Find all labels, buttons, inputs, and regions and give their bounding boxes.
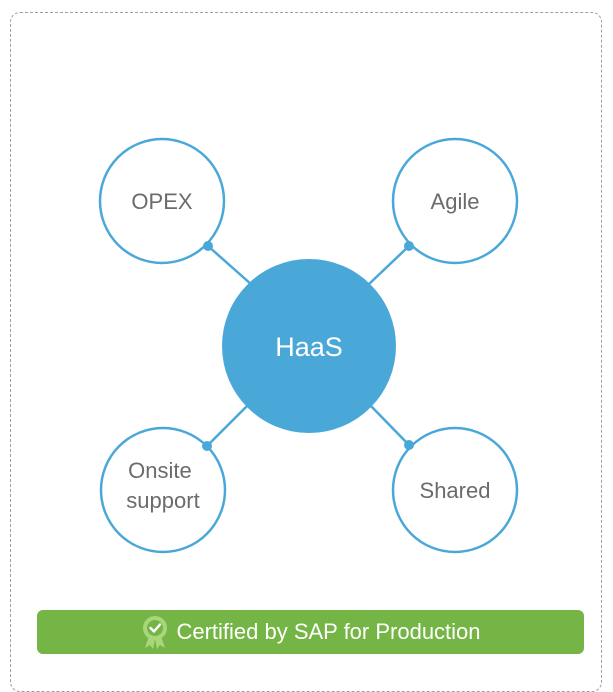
node-opex-label: OPEX <box>131 189 192 214</box>
connector-onsite <box>206 402 251 447</box>
center-node-circle <box>222 259 396 433</box>
connector-dot-agile <box>404 241 414 251</box>
connector-dot-onsite <box>202 441 212 451</box>
certification-banner: Certified by SAP for Production <box>37 610 584 654</box>
center-node-label: HaaS <box>275 332 343 362</box>
node-shared-label: Shared <box>420 478 491 503</box>
connector-opex <box>207 245 253 286</box>
node-onsite-support-line-1: Onsite <box>128 458 192 483</box>
node-agile-label: Agile <box>431 189 480 214</box>
certified-badge-icon <box>143 616 168 649</box>
connector-dot-opex <box>203 241 213 251</box>
certification-text: Certified by SAP for Production <box>176 619 481 644</box>
connector-dot-shared <box>404 440 414 450</box>
node-onsite-support-label: Onsite support <box>126 458 199 513</box>
connector-shared <box>367 402 410 446</box>
node-agile-circle <box>391 137 519 265</box>
node-opex-circle <box>98 137 226 265</box>
node-shared-circle <box>391 426 519 554</box>
connector-agile <box>367 245 410 286</box>
node-onsite-support-line-2: support <box>126 488 199 513</box>
mind-map-diagram: HaaS OPEX Agile Onsite support Shared <box>98 137 519 554</box>
node-onsite-support-circle <box>99 426 227 554</box>
